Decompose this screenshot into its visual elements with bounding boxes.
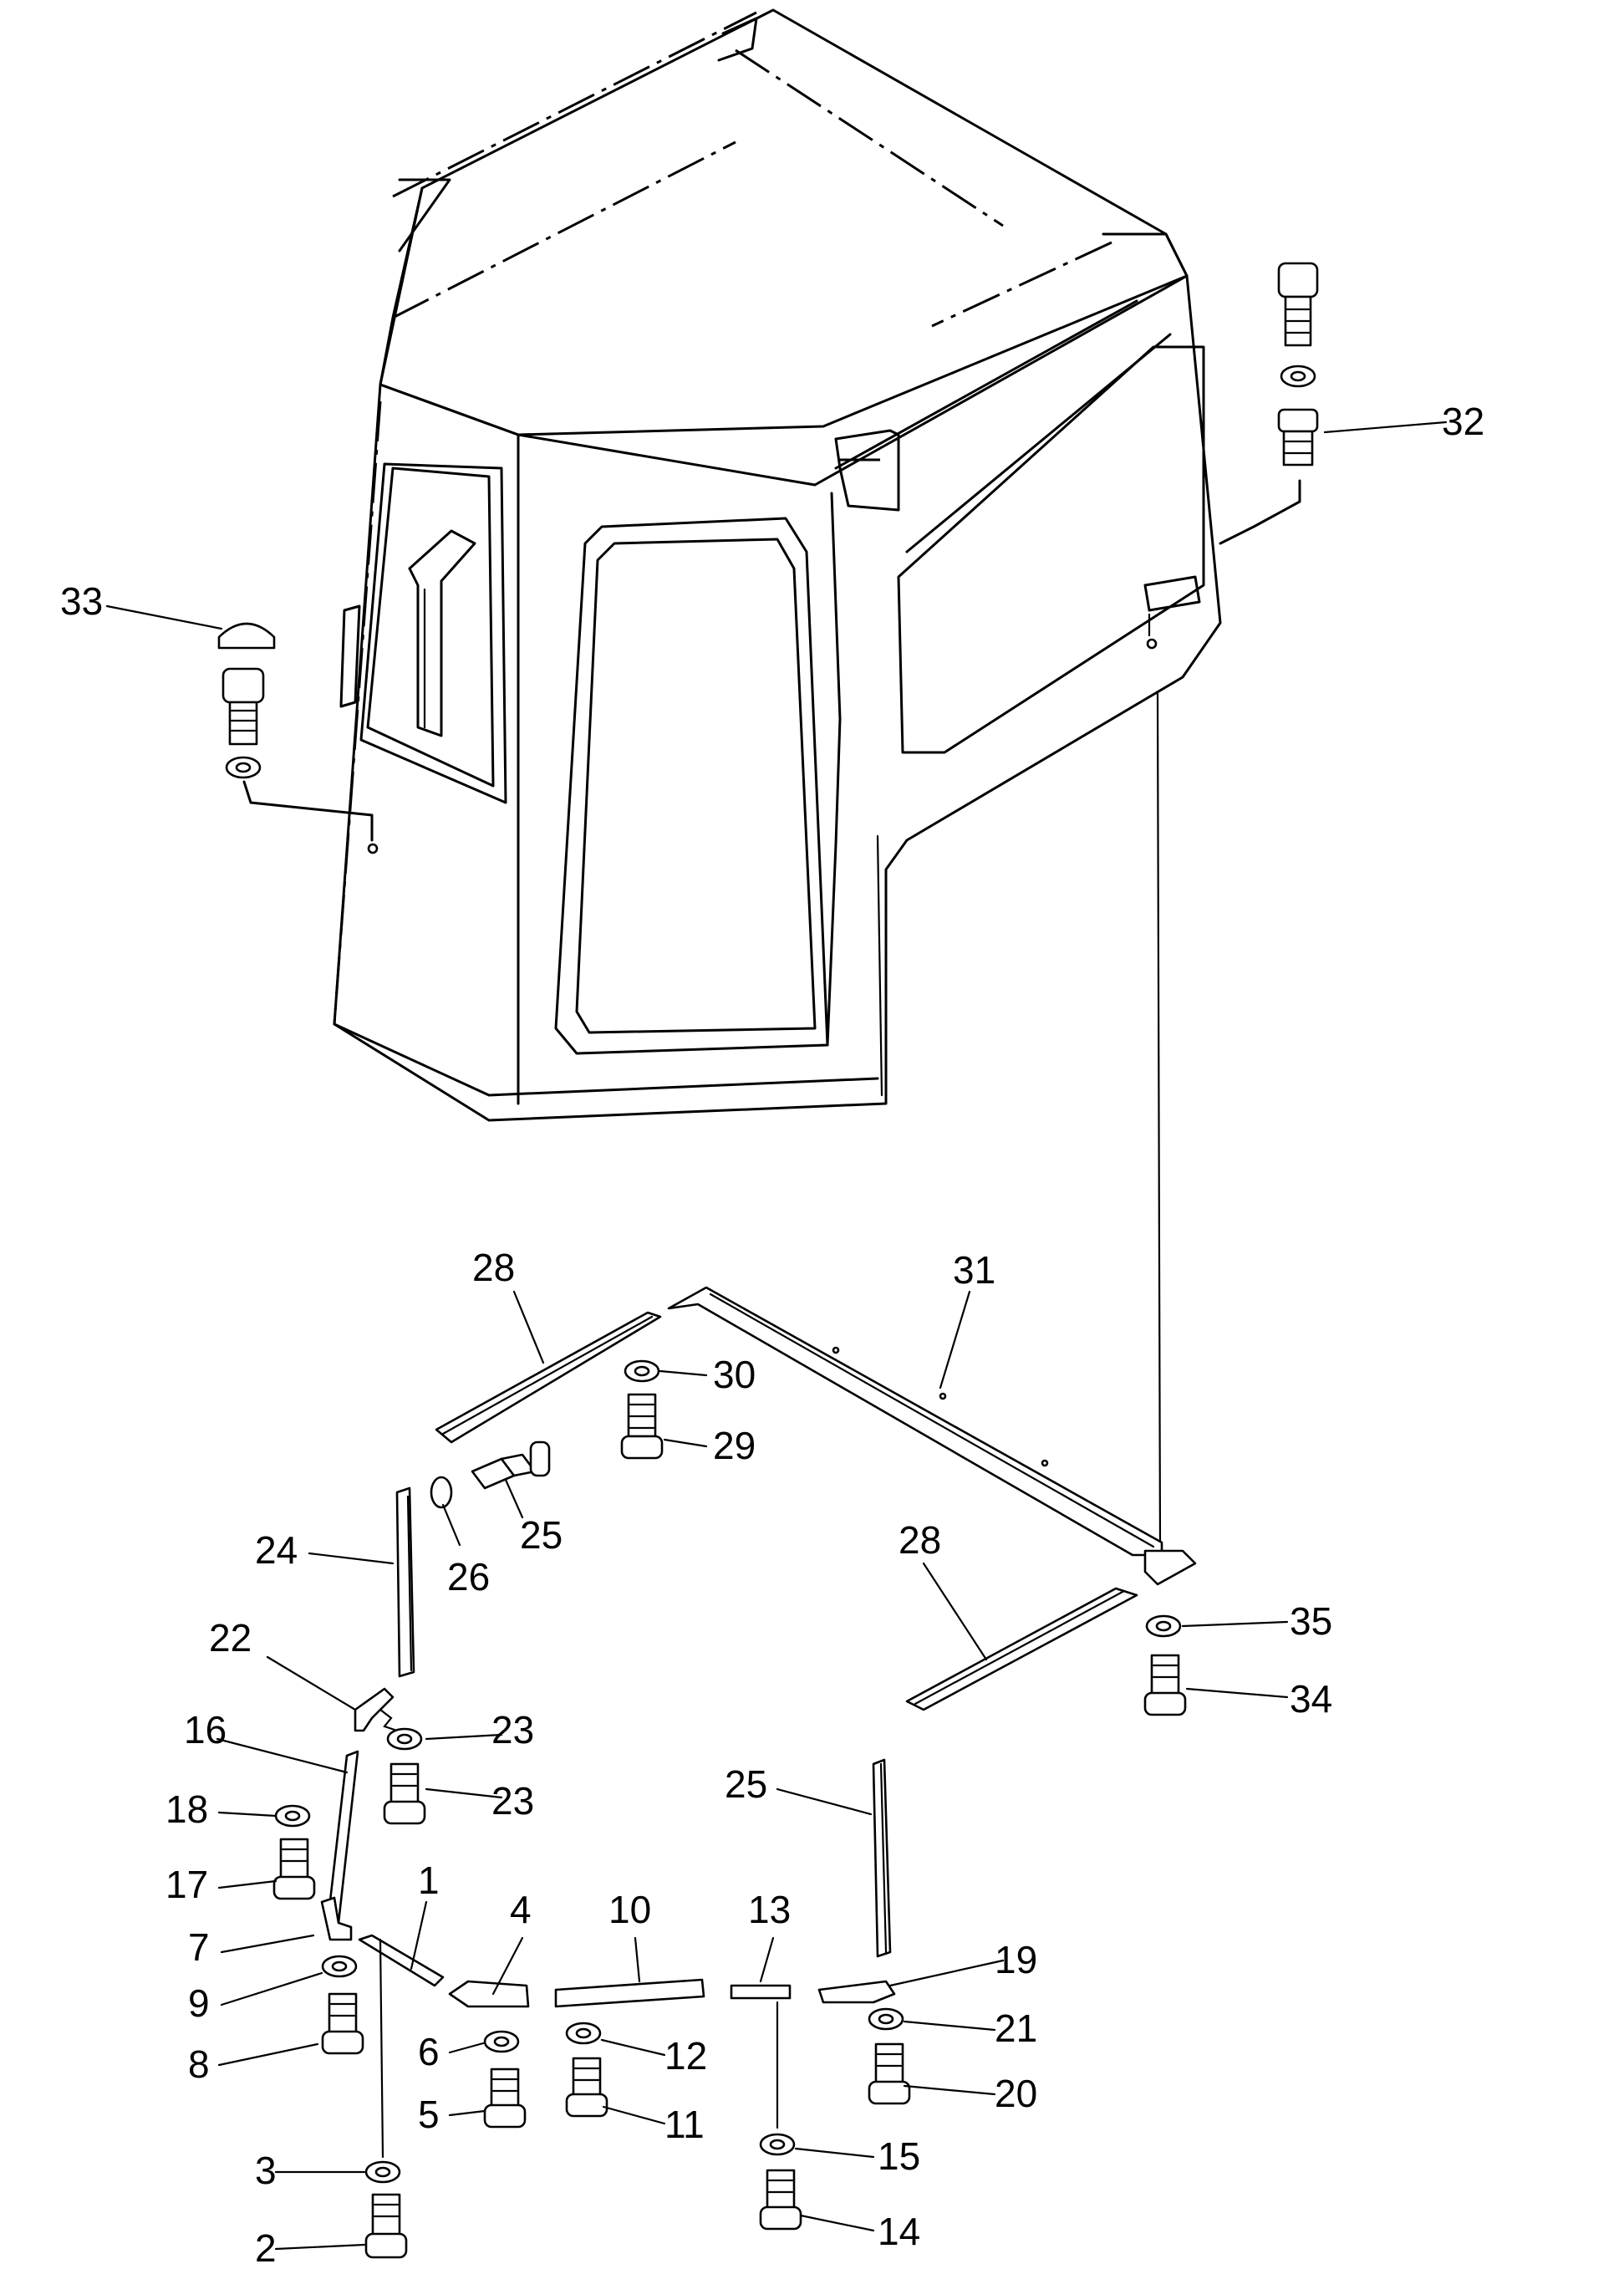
strip-28-top: [435, 1311, 662, 1444]
bolt-2: [364, 2193, 408, 2259]
callout-1: 1: [418, 1859, 440, 1902]
callout-33: 35: [1290, 1599, 1332, 1643]
washer-9: [321, 1955, 358, 1978]
strip-16: [326, 1750, 359, 1925]
washer-33: [1145, 1614, 1182, 1638]
cab-body: [242, 8, 1222, 1122]
cap-35: [217, 622, 276, 650]
bolt-34-top: [1277, 262, 1319, 347]
bolt-35: [221, 667, 265, 746]
callout-15: 15: [878, 2134, 920, 2178]
bolt-8: [321, 1992, 364, 2055]
washer-3: [364, 2160, 401, 2184]
callout-3: 3: [255, 2149, 277, 2192]
washer-12: [565, 2022, 602, 2045]
bolt-32: [1143, 1654, 1187, 1716]
bolt-14: [759, 2169, 802, 2231]
bolt-20: [868, 2042, 911, 2105]
washer-30: [624, 1359, 660, 1383]
callout-28-top: 28: [472, 1246, 515, 1289]
callout-11: 11: [664, 2103, 705, 2146]
bracket-4: [448, 1980, 530, 2008]
washer-6: [483, 2030, 520, 2053]
washer-35: [225, 756, 262, 779]
washer-24: [386, 1727, 423, 1751]
callout-27: 26: [447, 1555, 490, 1598]
strip-31: [667, 1286, 1163, 1557]
callout-4: 4: [510, 1888, 532, 1931]
callout-5: 5: [418, 2093, 440, 2136]
callout-17: 17: [165, 1863, 208, 1906]
bushing-34: [1277, 408, 1319, 467]
callout-numbers: 33 32 28 31 30 29 25 26 24 28 35 34 22 2…: [60, 400, 1484, 2269]
callout-7: 7: [188, 1925, 210, 1969]
bolt-11: [565, 2057, 608, 2118]
washer-15: [759, 2133, 796, 2156]
callout-31: 31: [953, 1248, 995, 1292]
bolt-5: [483, 2068, 527, 2129]
callout-leaders: [105, 421, 1448, 2251]
bracket-33: [1143, 1549, 1197, 1586]
callout-6: 6: [418, 2030, 440, 2073]
callout-24: 23: [491, 1708, 534, 1751]
washer-27: [430, 1476, 453, 1509]
bolt-26: [471, 1440, 551, 1490]
callout-35: 33: [60, 579, 103, 623]
callout-23: 23: [491, 1779, 534, 1823]
callout-29: 29: [713, 1424, 756, 1467]
bracket-19: [817, 1980, 896, 2004]
callout-30: 30: [713, 1353, 756, 1396]
strip-28-right: [905, 1587, 1138, 1711]
callout-13: 13: [748, 1888, 791, 1931]
washer-34: [1280, 365, 1316, 388]
callout-19: 19: [995, 1938, 1037, 1981]
callout-28-right: 28: [899, 1518, 941, 1562]
callout-20: 20: [995, 2072, 1037, 2115]
callout-25-left: 24: [255, 1528, 298, 1572]
callout-26: 25: [520, 1513, 563, 1557]
strip-10: [554, 1978, 705, 2008]
callout-16: 16: [184, 1708, 227, 1751]
callout-18: 18: [165, 1787, 208, 1831]
callout-9: 9: [188, 1981, 210, 2025]
strip-25-left: [395, 1486, 415, 1678]
callout-21: 21: [995, 2006, 1037, 2050]
callout-8: 8: [188, 2042, 210, 2086]
callout-10: 10: [608, 1888, 651, 1931]
bolt-17: [272, 1838, 316, 1900]
callout-2: 2: [255, 2226, 277, 2269]
callout-32: 34: [1290, 1677, 1332, 1721]
callout-12: 12: [664, 2034, 707, 2078]
strip-1: [358, 1934, 445, 1987]
washer-21: [868, 2007, 904, 2031]
strip-25-right: [872, 1758, 892, 1958]
callout-14: 14: [878, 2210, 920, 2253]
callout-34: 32: [1442, 400, 1484, 443]
bracket-22: [354, 1687, 399, 1732]
callout-22: 22: [209, 1616, 252, 1660]
bolt-29: [620, 1393, 664, 1460]
plate-13: [730, 1984, 792, 2000]
callout-25-right: 25: [725, 1762, 767, 1806]
washer-18: [274, 1804, 311, 1828]
bracket-7: [320, 1896, 353, 1941]
bolt-23: [383, 1762, 426, 1825]
